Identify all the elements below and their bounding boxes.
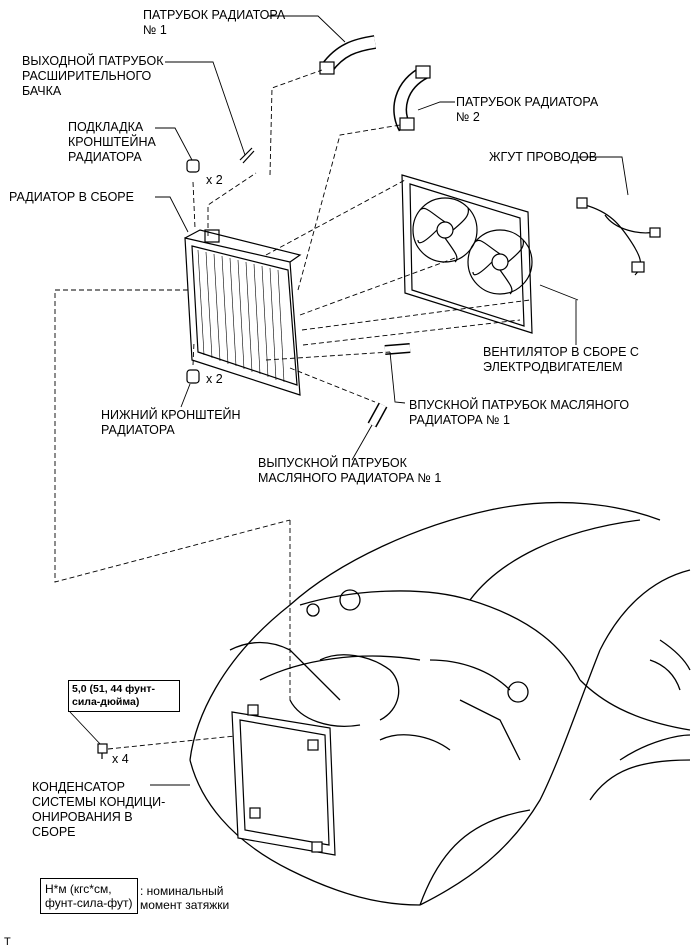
footnote-mark: T [4, 936, 11, 948]
fan-assembly-part [401, 174, 533, 334]
bolt-part [97, 743, 108, 759]
vehicle-front-part [189, 501, 691, 906]
label-reservoir-outlet-hose: ВЫХОДНОЙ ПАТРУБОК РАСШИРИТЕЛЬНОГО БАЧКА [22, 54, 164, 98]
qty-upper-cushion: x 2 [206, 173, 223, 187]
label-oil-cooler-outlet-hose: ВЫПУСКНОЙ ПАТРУБОК МАСЛЯНОГО РАДИАТОРА №… [258, 456, 442, 485]
qty-bolts: x 4 [112, 752, 129, 766]
label-radiator-hose-2: ПАТРУБОК РАДИАТОРА № 2 [456, 95, 599, 124]
radiator-hose-2-part [393, 65, 431, 132]
condenser-part [231, 704, 336, 856]
label-lower-bracket: НИЖНИЙ КРОНШТЕЙН РАДИАТОРА [101, 408, 241, 437]
reservoir-outlet-hose-part [239, 147, 255, 164]
label-oil-cooler-inlet-hose: ВПУСКНОЙ ПАТРУБОК МАСЛЯНОГО РАДИАТОРА № … [409, 398, 630, 427]
label-radiator-hose-1: ПАТРУБОК РАДИАТОРА № 1 [143, 8, 286, 37]
torque-spec-box: 5,0 (51, 44 фунт- сила-дюйма) [68, 680, 180, 712]
wire-harness-part [576, 197, 661, 276]
upper-cushion-part [186, 159, 200, 173]
oil-cooler-inlet-hose-part [384, 343, 411, 355]
label-bracket-cushion: ПОДКЛАДКА КРОНШТЕЙНА РАДИАТОРА [68, 120, 156, 164]
label-condenser: КОНДЕНСАТОР СИСТЕМЫ КОНДИЦИ- ОНИРОВАНИЯ … [32, 780, 166, 839]
label-radiator-assembly: РАДИАТОР В СБОРЕ [9, 190, 134, 204]
oil-cooler-outlet-hose-part [367, 402, 388, 428]
label-wire-harness: ЖГУТ ПРОВОДОВ [489, 150, 598, 164]
lower-bracket-part [186, 369, 200, 384]
qty-lower-bracket: x 2 [206, 372, 223, 386]
radiator-assembly-part [184, 229, 302, 396]
legend-torque-description: : номинальный момент затяжки [140, 884, 230, 912]
label-fan-assembly: ВЕНТИЛЯТОР В СБОРЕ С ЭЛЕКТРОДВИГАТЕЛЕМ [483, 345, 639, 374]
legend-torque-units-box: Н*м (кгс*см, фунт-сила-фут) [40, 878, 138, 914]
radiator-hose-1-part [319, 35, 377, 75]
